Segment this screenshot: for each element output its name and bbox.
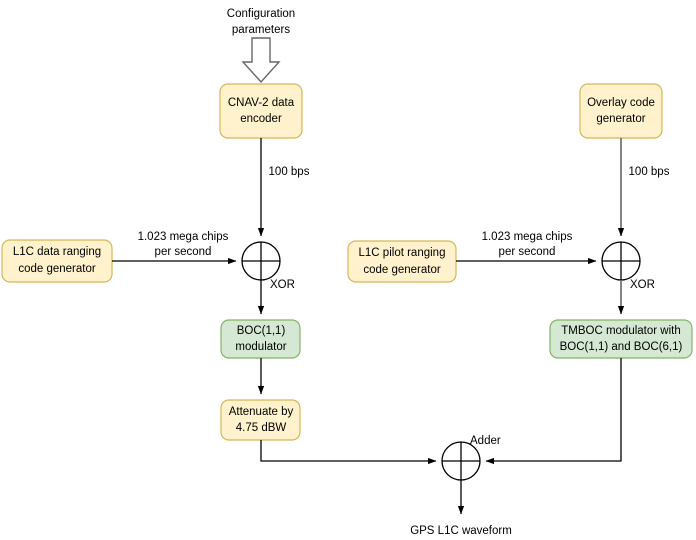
edge-label-chip-rate-left-line1: 1.023 mega chips [138, 231, 229, 243]
config-parameters-label-line2: parameters [232, 24, 290, 36]
edge-label-chip-rate-left-line2: per second [155, 246, 212, 258]
edge-label-chip-rate-right-line1: 1.023 mega chips [482, 231, 573, 243]
node-boc11-modulator-line2: modulator [235, 341, 286, 353]
node-overlay-code-generator[interactable] [579, 83, 663, 139]
edge-label-data-rate-left: 100 bps [269, 166, 310, 178]
edge-label-data-rate-right: 100 bps [629, 166, 670, 178]
adder-label: Adder [470, 435, 501, 447]
node-overlay-code-generator-line2: generator [596, 113, 645, 125]
node-attenuator-line2: 4.75 dBW [236, 422, 287, 434]
edge-attenuator-to-adder [260, 440, 437, 465]
configuration-block-arrow-icon [241, 37, 281, 84]
node-attenuator-line1: Attenuate by [229, 406, 294, 418]
node-tmboc-modulator-line2: BOC(1,1) and BOC(6,1) [560, 341, 683, 353]
node-l1c-pilot-ranging-line2: code generator [363, 264, 441, 276]
edge-tmboc-to-adder [485, 358, 622, 465]
node-l1c-data-ranging-line2: code generator [18, 263, 96, 275]
edge-label-chip-rate-right-line2: per second [499, 246, 556, 258]
xor-gate-pilot-label: XOR [630, 279, 655, 291]
node-cnav2-data-encoder-line1: CNAV-2 data [228, 97, 295, 109]
node-l1c-data-ranging-line1: L1C data ranging [13, 246, 101, 258]
xor-gate-data-label: XOR [270, 279, 295, 291]
node-tmboc-modulator-line1: TMBOC modulator with [561, 325, 681, 337]
node-boc11-modulator-line1: BOC(1,1) [237, 325, 286, 337]
node-cnav2-data-encoder-line2: encoder [240, 113, 282, 125]
output-label: GPS L1C waveform [410, 525, 512, 537]
node-l1c-pilot-ranging-line1: L1C pilot ranging [359, 247, 446, 259]
node-overlay-code-generator-line1: Overlay code [587, 97, 655, 109]
config-parameters-label-line1: Configuration [227, 8, 295, 20]
node-cnav2-data-encoder[interactable] [219, 83, 303, 139]
